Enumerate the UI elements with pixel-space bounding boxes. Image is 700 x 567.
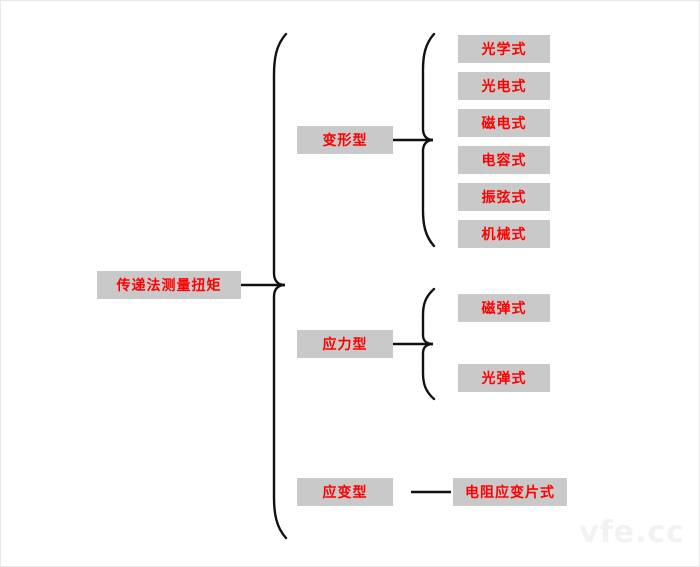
leaf-node-label: 磁电式 [481, 116, 527, 132]
watermark: vfe.cc [579, 515, 685, 550]
leaf-node-label: 机械式 [481, 227, 527, 243]
leaf-node-optical: 光学式 [458, 35, 550, 63]
leaf-node-magnetoelectric: 磁电式 [458, 109, 550, 137]
leaf-node-photoelastic: 光弹式 [458, 364, 550, 392]
branch-node-stress: 应力型 [297, 330, 393, 358]
root-node: 传递法测量扭矩 [97, 271, 241, 299]
leaf-node-label: 电容式 [481, 153, 527, 169]
root-node-label: 传递法测量扭矩 [116, 278, 222, 294]
leaf-node-vibrating-wire: 振弦式 [458, 183, 550, 211]
branch-node-label: 应力型 [322, 337, 368, 353]
leaf-node-label: 磁弹式 [481, 301, 527, 317]
branch-node-label: 应变型 [322, 485, 368, 501]
branch-node-label: 变形型 [322, 133, 368, 149]
leaf-node-label: 振弦式 [481, 190, 527, 206]
leaf-node-label: 电阻应变片式 [465, 485, 555, 501]
leaf-node-label: 光弹式 [481, 371, 527, 387]
branch-node-strain: 应变型 [297, 478, 393, 506]
leaf-node-photoelectric: 光电式 [458, 72, 550, 100]
leaf-node-label: 光学式 [481, 42, 527, 58]
leaf-node-capacitive: 电容式 [458, 146, 550, 174]
leaf-node-label: 光电式 [481, 79, 527, 95]
branch-node-deformation: 变形型 [297, 126, 393, 154]
leaf-node-resistance-strain-gauge: 电阻应变片式 [453, 478, 567, 506]
leaf-node-mechanical: 机械式 [458, 220, 550, 248]
leaf-node-magnetoelastic: 磁弹式 [458, 294, 550, 322]
